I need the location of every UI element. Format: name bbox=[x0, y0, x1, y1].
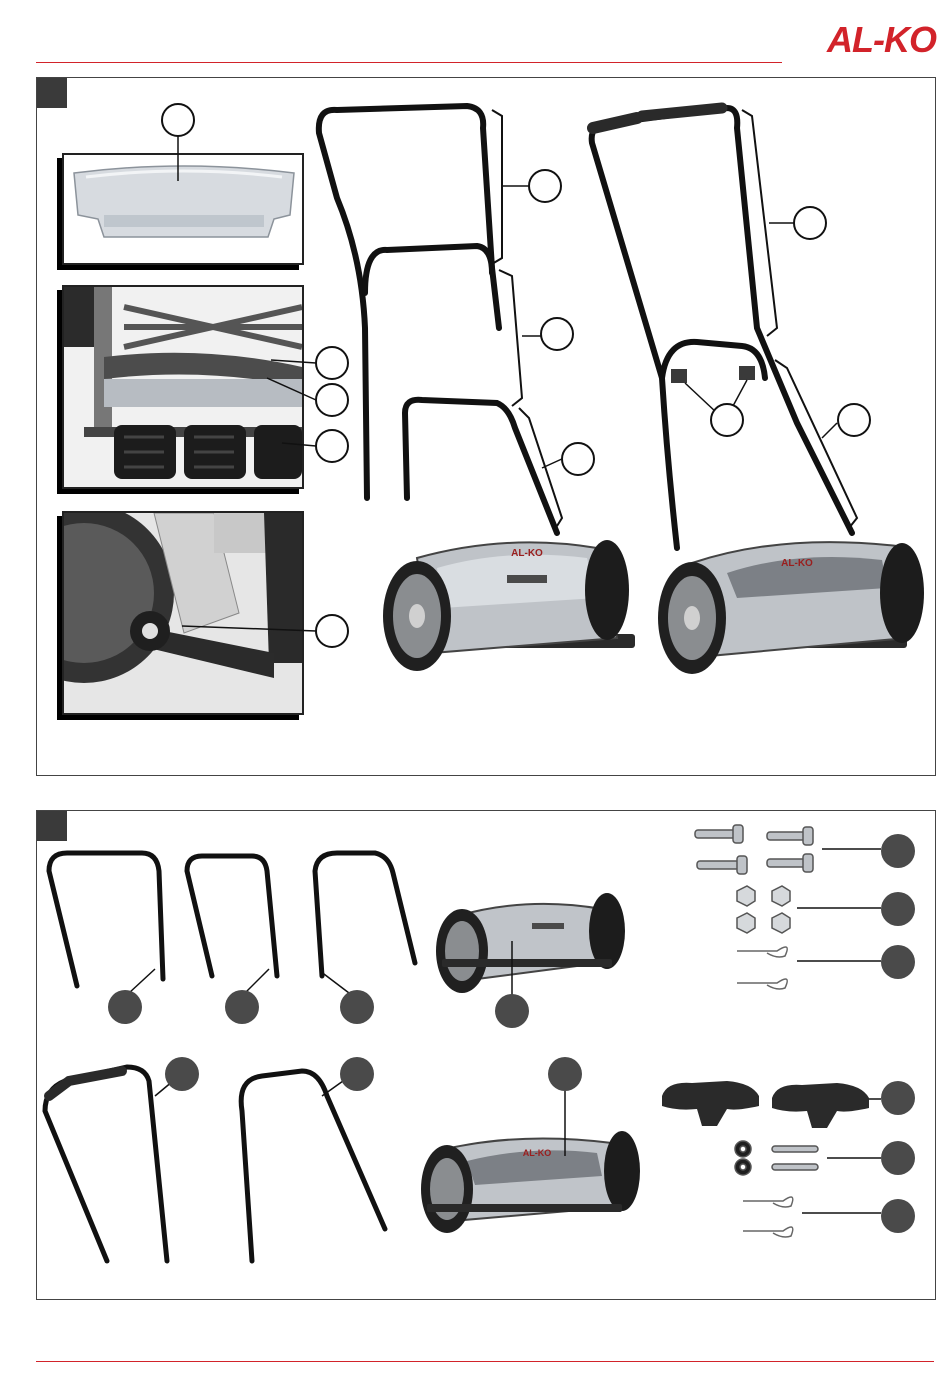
al-ko-logo: AL-KO bbox=[790, 18, 938, 58]
svg-text:AL-KO: AL-KO bbox=[826, 19, 937, 58]
header-rule bbox=[36, 62, 782, 63]
bolt-icon bbox=[695, 825, 813, 874]
knob-icon bbox=[662, 1081, 869, 1128]
svg-text:AL-KO: AL-KO bbox=[781, 558, 813, 569]
lawn-mower-icon bbox=[436, 893, 625, 993]
svg-text:AL-KO: AL-KO bbox=[523, 1148, 552, 1158]
mower-body-2: AL-KO bbox=[658, 542, 924, 674]
svg-text:AL-KO: AL-KO bbox=[511, 548, 543, 559]
handle-icon bbox=[49, 853, 415, 986]
screws-washers bbox=[735, 1141, 818, 1175]
handle-icon bbox=[319, 106, 557, 533]
parts-overview: AL-KO bbox=[37, 811, 935, 1299]
nut-icon bbox=[737, 886, 790, 933]
clip-icon bbox=[737, 947, 787, 989]
figure-1-panel: AL-KO bbox=[36, 77, 936, 776]
figure-2-panel: AL-KO bbox=[36, 810, 936, 1300]
footer-rule bbox=[36, 1361, 934, 1362]
lawn-mower-icon: AL-KO bbox=[37, 78, 935, 775]
mower-body-1: AL-KO bbox=[383, 540, 635, 671]
